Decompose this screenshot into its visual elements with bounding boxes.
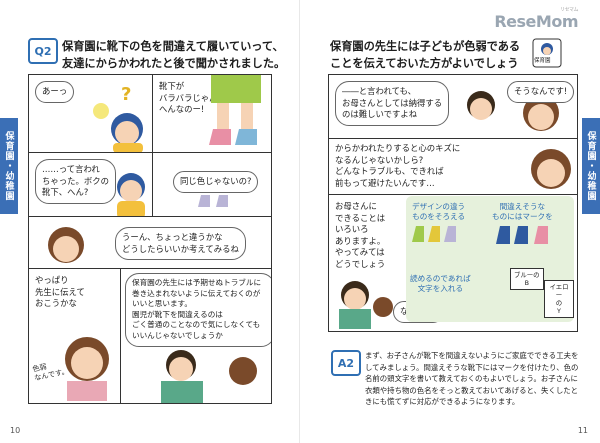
q2-label: Q2 — [28, 38, 58, 64]
child-figure — [117, 173, 145, 219]
comic-panel-4: 同じ色じゃないの? — [152, 152, 272, 220]
teacher-figure — [339, 281, 393, 329]
page-number: 10 — [10, 426, 21, 435]
speech-bubble: ……って言われ ちゃった。ボクの 靴下、へん? — [35, 159, 116, 204]
teacher-and-mother-figure — [467, 91, 559, 131]
speech-bubble: 同じ色じゃないの? — [173, 171, 259, 193]
mother-figure — [531, 149, 571, 189]
mother-figure — [48, 227, 84, 263]
sock-tag-blue: ブルーの B — [510, 268, 544, 290]
page-number: 11 — [577, 426, 588, 435]
tips-area: デザインの違う ものをそろえる 間違えそうな ものにはマークを 読めるのであれば… — [406, 196, 574, 322]
a2-label: A2 — [331, 350, 361, 376]
tip-mark: 間違えそうな ものにはマークを — [492, 202, 553, 221]
socks-illustration — [412, 226, 548, 244]
logo-text: ReseMom — [494, 12, 578, 31]
speech-text: からかわれたりすると心のキズに なるんじゃないかしら? どんなトラブルも、できれ… — [335, 143, 461, 188]
tip-letters: 読めるのであれば 文字を入れる — [410, 274, 471, 293]
sock-tag-yellow: イエロー の Y — [544, 280, 574, 318]
comic-panel-7: 保育園の先生には予期せぬトラブルに 巻き込まれないように伝えておくのが いいと思… — [120, 268, 272, 404]
speech-bubble: うーん、ちょっと違うかな どうしたらいいか考えてみるね — [115, 227, 246, 260]
mother-thinking-figure — [65, 337, 109, 401]
teacher-figure — [161, 350, 257, 403]
comic-panel-r2: からかわれたりすると心のキズに なるんじゃないかしら? どんなトラブルも、できれ… — [328, 138, 578, 198]
comic-panel-3: ……って言われ ちゃった。ボクの 靴下、へん? — [28, 152, 156, 220]
child-figure — [93, 103, 143, 153]
speech-text: お母さんに できることは いろいろ ありますよ。 やってみては どうでしょう — [335, 201, 386, 269]
socks-icon — [198, 195, 228, 207]
nursery-icon — [532, 38, 562, 68]
side-tab-left: 保育園・幼稚園 — [0, 118, 18, 214]
speech-bubble: ――と言われても、 お母さんとしては納得する のは難しいですよね — [335, 81, 450, 126]
speech-text: 靴下が バラバラじゃん! へんなのー! — [159, 81, 221, 114]
question-q2: 保育園に靴下の色を間違えて履いていって、友達にからかわれたと後で聞かされました。 — [62, 40, 286, 70]
speech-text: やっぱり 先生に伝えて おこうかな — [35, 275, 85, 308]
question-mark: ? — [121, 84, 132, 105]
answer-text: まず、お子さんが靴下を間違えないようにご家庭でできる工夫をしてみましょう。間違え… — [365, 351, 579, 406]
left-page: Q2 保育園に靴下の色を間違えて履いていって、友達にからかわれたと後で聞かされま… — [0, 38, 286, 435]
side-tab-right: 保育園・幼稚園 — [582, 118, 600, 214]
comic-panel-6: やっぱり 先生に伝えて おこうかな 色弱 なんです。 — [28, 268, 124, 404]
speech-bubble: 保育園の先生には予期せぬトラブルに 巻き込まれないように伝えておくのが いいと思… — [125, 273, 271, 347]
comic-panel-1: あーっ ? — [28, 74, 156, 156]
speech-bubble: あーっ — [35, 81, 75, 103]
comic-panel-r1: ――と言われても、 お母さんとしては納得する のは難しいですよね そうなんです! — [328, 74, 578, 142]
legs-socks-figure — [209, 75, 261, 145]
tip-design: デザインの違う ものをそろえる — [412, 202, 466, 221]
nursery-icon-label: 保育園 — [534, 58, 551, 64]
comic-panel-2: 靴下が バラバラじゃん! へんなのー! — [152, 74, 272, 156]
comic-panel-5: うーん、ちょっと違うかな どうしたらいいか考えてみるね — [28, 216, 272, 272]
speech-bubble: そうなんです! — [507, 81, 575, 103]
logo-ruby: リセマム — [559, 7, 579, 13]
